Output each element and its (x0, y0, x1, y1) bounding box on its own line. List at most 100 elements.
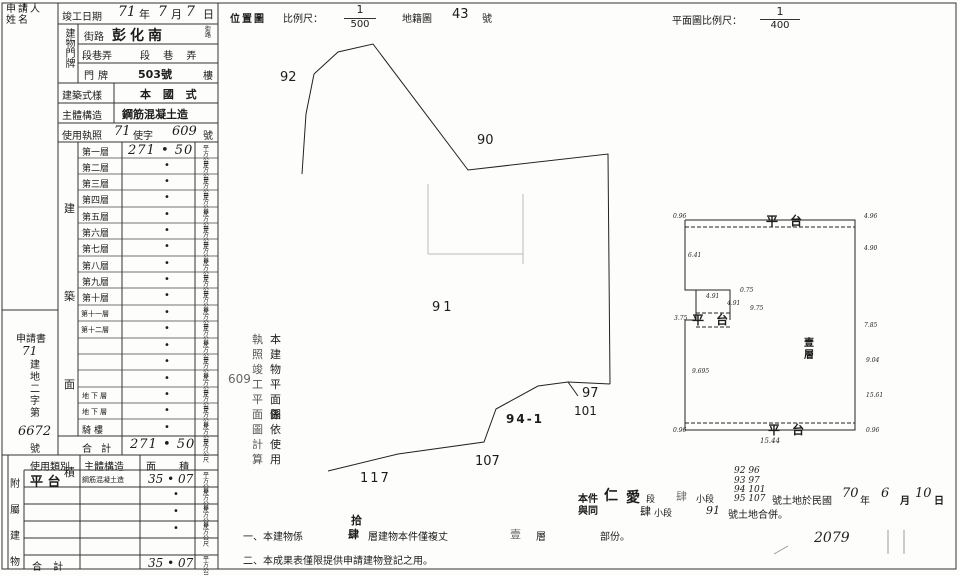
applicant-label: 申請人姓名 (6, 4, 42, 26)
floor-name: 第七層 (82, 245, 110, 255)
attached-unit: 平方公尺 (202, 472, 209, 497)
floor-name: 第十一層 (81, 310, 109, 318)
floor-name: 第九層 (82, 278, 110, 288)
floor-plan-scale-den: 400 (760, 19, 800, 31)
completion-year-unit: 年 (139, 8, 150, 21)
number-label: 門牌 (84, 71, 112, 82)
permit-unit: 號 (203, 131, 213, 142)
location-scale-label: 比例尺： (283, 14, 323, 25)
location-scale-den: 500 (344, 18, 376, 30)
completion-year: 71 (118, 4, 136, 20)
number-value: 503號 (138, 68, 172, 81)
floor-unit: 平方公尺 (202, 145, 209, 170)
parcel-note-line2-prefix: 與同 (578, 506, 598, 517)
floor-plan-scale-num: 1 (776, 5, 784, 18)
floor-name: 第五層 (82, 213, 110, 223)
attached-unit: 平方公尺 (202, 523, 209, 548)
parcel-note-month: 6 (881, 486, 890, 501)
attached-header-use: 使用類別 (30, 462, 70, 473)
parcel-note-section: 段 (646, 495, 656, 505)
floor-total-unit: 平方公尺 (202, 439, 209, 464)
floor-side-label: 建築面積 (64, 202, 75, 479)
parcel-note-num5: 91 (706, 504, 720, 517)
completion-day: 7 (186, 4, 195, 20)
floor-plan-label-center: 壹層 (804, 338, 814, 361)
floor-area: • (164, 274, 170, 285)
floor-unit: 平方公尺 (202, 226, 209, 251)
attached-area: 35 • 07 (148, 472, 194, 486)
floor-unit: 平方公尺 (202, 406, 209, 431)
attached-total-label: 合 計 (32, 562, 68, 573)
parcel-note-nums2: 93 97 (734, 476, 760, 486)
parcel-note-sub-b: 肆 (640, 505, 651, 518)
floor-name: 第八層 (82, 262, 110, 272)
floor-area: • (164, 356, 170, 367)
floor-total-label: 合 計 (82, 444, 115, 455)
number-unit: 樓 (203, 71, 213, 82)
plan-dim: 9.695 (692, 368, 710, 375)
attached-area: • (173, 523, 179, 534)
plan-dim: 0.96 (866, 427, 880, 434)
floor-area: • (164, 340, 170, 351)
street-value: 彭化南 (112, 28, 166, 44)
parcel-note-text-a: 號土地於民國 (772, 496, 832, 507)
floor-area: • (164, 258, 170, 269)
stamp-box (773, 530, 905, 555)
floor-name: 第六層 (82, 229, 110, 239)
floor-unit: 平方公尺 (202, 423, 209, 448)
parcel-note-char-b: 愛 (626, 490, 640, 506)
parcel-97: 97 (582, 386, 599, 401)
plan-dim: 15.44 (760, 437, 781, 445)
floor-unit: 平方公尺 (202, 242, 209, 267)
note-line1-b: 層建物本件僅複丈 (368, 532, 448, 543)
floor-area: • (164, 307, 170, 318)
floor-area: • (164, 405, 170, 416)
floor-area: 271 • 50 (128, 143, 194, 158)
attached-unit: 平方公尺 (202, 506, 209, 531)
floor-area: • (164, 192, 170, 203)
application-mid: 建地二字第 (30, 360, 40, 419)
location-map-drawing (301, 43, 611, 472)
floor-area: • (164, 209, 170, 220)
attached-header-struct: 主體構造 (84, 462, 124, 473)
parcel-107: 107 (475, 454, 500, 469)
parcel-94-1: 94-1 (506, 412, 545, 426)
plan-dim: 15.61 (866, 392, 884, 399)
floor-unit: 平方公尺 (202, 308, 209, 333)
note-line1-c: 壹 (510, 528, 521, 541)
floor-name: 第二層 (82, 164, 110, 174)
section-label: 段巷弄 (82, 51, 112, 62)
parcel-90: 90 (477, 133, 494, 148)
parcel-note-nums4: 95 107 (734, 494, 766, 504)
floor-unit: 平方公尺 (202, 374, 209, 399)
plan-dim: 0.96 (673, 213, 687, 220)
plan-dim: 3.75 (674, 315, 688, 322)
parcel-note-year-unit: 年 (860, 496, 870, 507)
permit-label: 使用執照 (62, 131, 102, 142)
plan-dim: 9.04 (866, 357, 880, 364)
floor-name: 第三層 (82, 180, 110, 190)
parcel-note-char-a: 仁 (604, 488, 618, 504)
parcel-91: 91 (432, 300, 455, 315)
floor-unit: 平方公尺 (202, 341, 209, 366)
parcel-117: 117 (360, 471, 391, 486)
attached-total-value: 35 • 07 (148, 556, 194, 570)
floor-area: • (164, 176, 170, 187)
floor-unit: 平方公尺 (202, 357, 209, 382)
floor-area: • (164, 422, 170, 433)
section-value: 段 巷 弄 (140, 51, 202, 62)
floor-unit: 平方公尺 (202, 259, 209, 284)
completion-month-unit: 月 (171, 8, 182, 21)
note-line1-e: 部份。 (600, 532, 630, 543)
permit-mid: 使字 (133, 131, 153, 142)
parcel-92: 92 (280, 70, 297, 85)
parcel-note-year: 70 (842, 486, 859, 501)
location-sheet-unit: 號 (482, 14, 492, 25)
street-label: 街路 (84, 32, 104, 43)
attached-use: 平 台 (30, 475, 61, 490)
attached-area: • (173, 489, 179, 500)
note-line1-floors: 肆 (348, 528, 359, 541)
plan-dim: 0.96 (673, 427, 687, 434)
floor-plan-label-bottom: 平 台 (768, 423, 809, 437)
street-unit: 街路 (204, 26, 211, 39)
